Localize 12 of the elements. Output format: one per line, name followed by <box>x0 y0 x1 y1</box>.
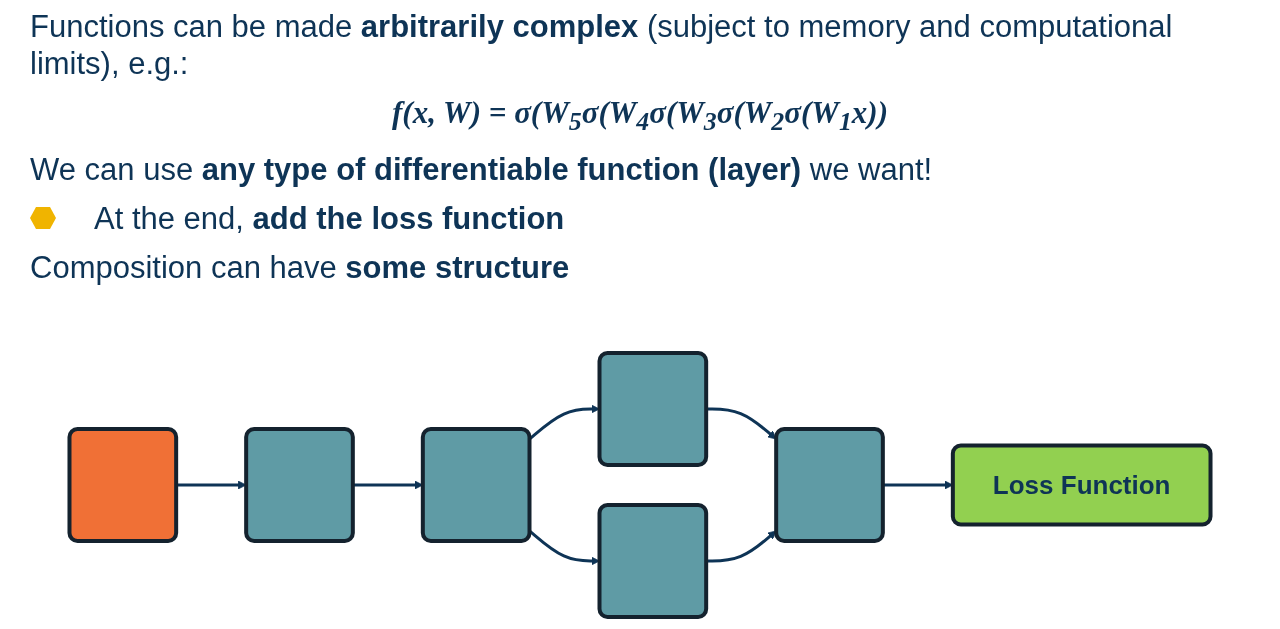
formula: f(x, W) = σ(W$_{5}$σ(W$_{4}$σ(W$_{3}$σ(W$_{2}$σ(W$_{1}$x)) <box>391 94 889 139</box>
body-text: Composition can have some structure <box>30 248 571 287</box>
node-box <box>244 427 355 543</box>
node-box <box>597 503 709 619</box>
node-box <box>67 427 179 543</box>
body-text: Functions can be made arbitrarily complex (subject to memory and computational limits), e.g.: <box>30 8 1174 83</box>
node-box: Loss Function <box>950 443 1213 527</box>
body-text: We can use any type of differentiable function (layer) we want! <box>30 150 934 188</box>
node-box <box>597 351 709 467</box>
bullet-text: At the end, add the loss function <box>94 199 565 237</box>
node-box <box>420 427 532 543</box>
node-box <box>774 427 885 543</box>
